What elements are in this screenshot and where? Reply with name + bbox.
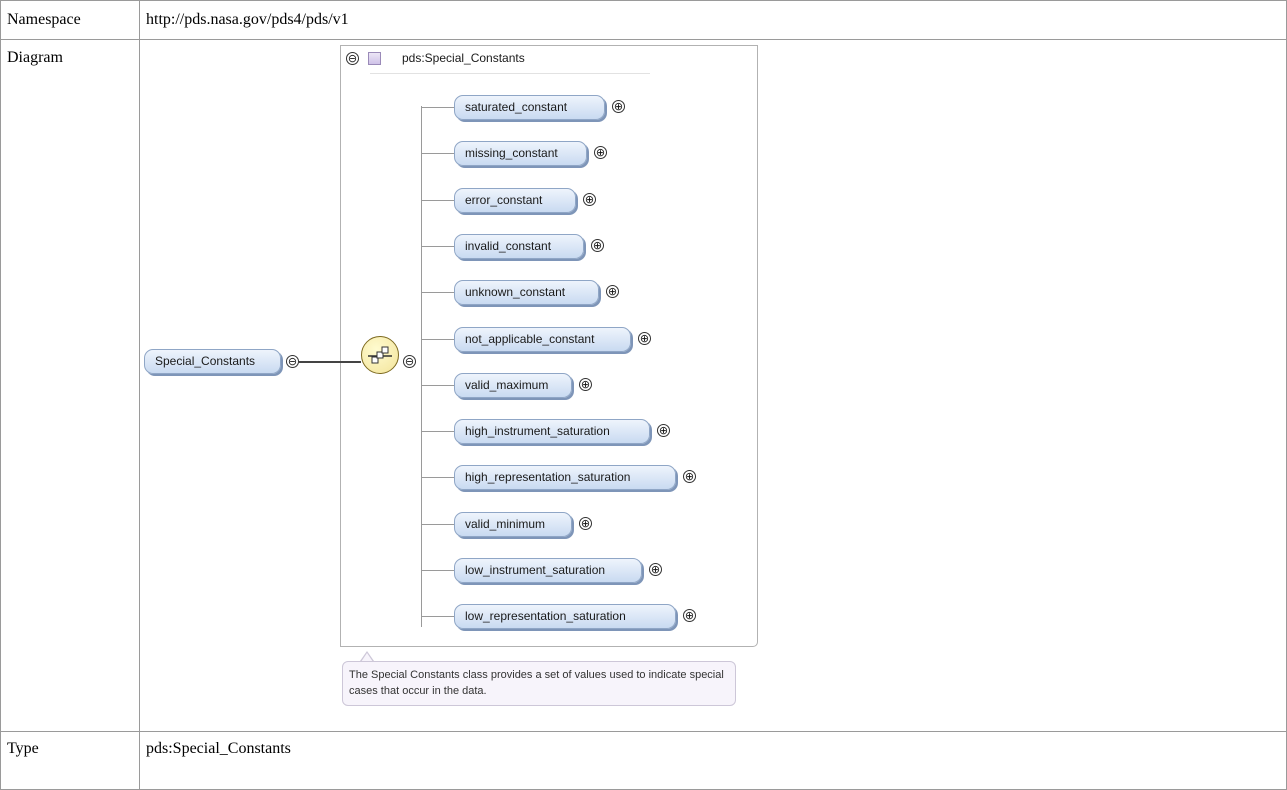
child-expand-toggle[interactable]: ⊕ (583, 193, 596, 206)
child-connector-line (421, 385, 454, 386)
child-connector-line (421, 200, 454, 201)
child-expand-toggle[interactable]: ⊕ (638, 332, 651, 345)
namespace-key: Namespace (0, 0, 140, 40)
child-expand-toggle[interactable]: ⊕ (579, 517, 592, 530)
child-connector-line (421, 477, 454, 478)
diagram-cell: ⊖ pds:Special_Constants Special_Constant… (139, 39, 1287, 732)
title-underline (370, 73, 650, 74)
child-connector-line (421, 292, 454, 293)
child-element-node[interactable]: unknown_constant (454, 280, 599, 305)
diagram-key: Diagram (0, 39, 140, 732)
child-expand-toggle[interactable]: ⊕ (649, 563, 662, 576)
child-element-node[interactable]: low_instrument_saturation (454, 558, 642, 583)
child-expand-toggle[interactable]: ⊕ (606, 285, 619, 298)
type-key: Type (0, 731, 140, 790)
child-expand-toggle[interactable]: ⊕ (683, 609, 696, 622)
child-element-node[interactable]: invalid_constant (454, 234, 584, 259)
root-element-node[interactable]: Special_Constants (144, 349, 281, 374)
child-expand-toggle[interactable]: ⊕ (612, 100, 625, 113)
child-expand-toggle[interactable]: ⊕ (683, 470, 696, 483)
child-element-node[interactable]: low_representation_saturation (454, 604, 676, 629)
child-connector-line (421, 107, 454, 108)
annotation-pointer-fill (361, 653, 373, 662)
child-connector-line (421, 524, 454, 525)
child-connector-line (421, 616, 454, 617)
root-collapse-toggle[interactable]: ⊖ (286, 355, 299, 368)
diagram-area: ⊖ pds:Special_Constants Special_Constant… (140, 40, 1282, 722)
child-connector-line (421, 246, 454, 247)
child-element-node[interactable]: error_constant (454, 188, 576, 213)
root-connector-line (299, 361, 361, 363)
child-connector-line (421, 339, 454, 340)
container-title: pds:Special_Constants (402, 51, 525, 65)
diagram-row: Diagram ⊖ pds:Special_Constants Special_… (0, 39, 1287, 732)
sequence-icon (368, 346, 392, 364)
child-element-node[interactable]: not_applicable_constant (454, 327, 631, 352)
sequence-compositor[interactable] (361, 336, 399, 374)
type-value: pds:Special_Constants (139, 731, 1287, 790)
child-element-node[interactable]: high_representation_saturation (454, 465, 676, 490)
container-collapse-toggle[interactable]: ⊖ (346, 52, 359, 65)
namespace-value: http://pds.nasa.gov/pds4/pds/v1 (139, 0, 1287, 40)
child-expand-toggle[interactable]: ⊕ (591, 239, 604, 252)
child-element-node[interactable]: saturated_constant (454, 95, 605, 120)
child-element-node[interactable]: high_instrument_saturation (454, 419, 650, 444)
children-trunk-line (421, 106, 422, 627)
child-connector-line (421, 570, 454, 571)
child-connector-line (421, 431, 454, 432)
child-expand-toggle[interactable]: ⊕ (579, 378, 592, 391)
child-connector-line (421, 153, 454, 154)
annotation-callout: The Special Constants class provides a s… (342, 661, 736, 706)
sequence-collapse-toggle[interactable]: ⊖ (403, 355, 416, 368)
child-element-node[interactable]: valid_minimum (454, 512, 572, 537)
child-expand-toggle[interactable]: ⊕ (594, 146, 607, 159)
child-element-node[interactable]: missing_constant (454, 141, 587, 166)
complex-type-icon (368, 52, 381, 65)
namespace-row: Namespace http://pds.nasa.gov/pds4/pds/v… (0, 0, 1287, 40)
child-element-node[interactable]: valid_maximum (454, 373, 572, 398)
type-row: Type pds:Special_Constants (0, 731, 1287, 790)
child-expand-toggle[interactable]: ⊕ (657, 424, 670, 437)
